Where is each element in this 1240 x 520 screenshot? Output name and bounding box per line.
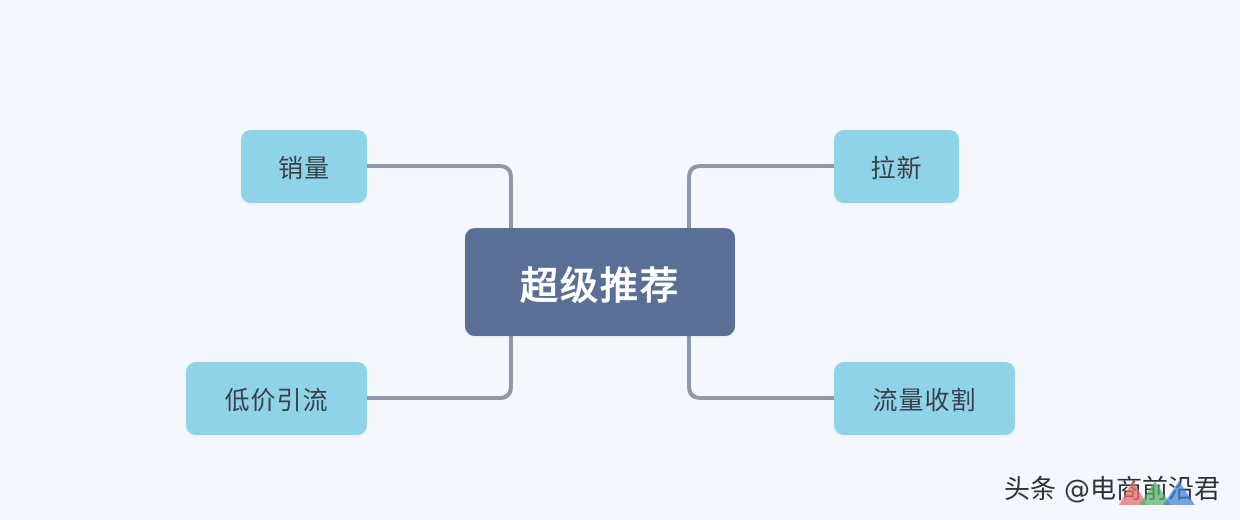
connector-bottom-right xyxy=(687,334,836,400)
connector-top-left xyxy=(365,164,513,230)
leaf-node-low-price-traffic: 低价引流 xyxy=(186,362,367,435)
leaf-node-label: 拉新 xyxy=(870,153,923,183)
leaf-node-new-customers: 拉新 xyxy=(834,130,959,203)
connector-top-right xyxy=(687,164,836,230)
leaf-node-label: 销量 xyxy=(277,153,330,183)
watermark-platform: 头条 xyxy=(1003,475,1056,505)
watermark-handle: @电商前沿君 xyxy=(1063,475,1220,505)
center-node-label: 超级推荐 xyxy=(519,263,680,308)
leaf-node-label: 低价引流 xyxy=(224,385,329,415)
watermark: 头条 @电商前沿君 xyxy=(1004,469,1220,506)
connector-bottom-left xyxy=(365,334,513,400)
leaf-node-sales: 销量 xyxy=(241,130,367,203)
leaf-node-traffic-harvest: 流量收割 xyxy=(834,362,1015,435)
leaf-node-label: 流量收割 xyxy=(872,385,977,415)
center-node: 超级推荐 xyxy=(465,228,735,336)
